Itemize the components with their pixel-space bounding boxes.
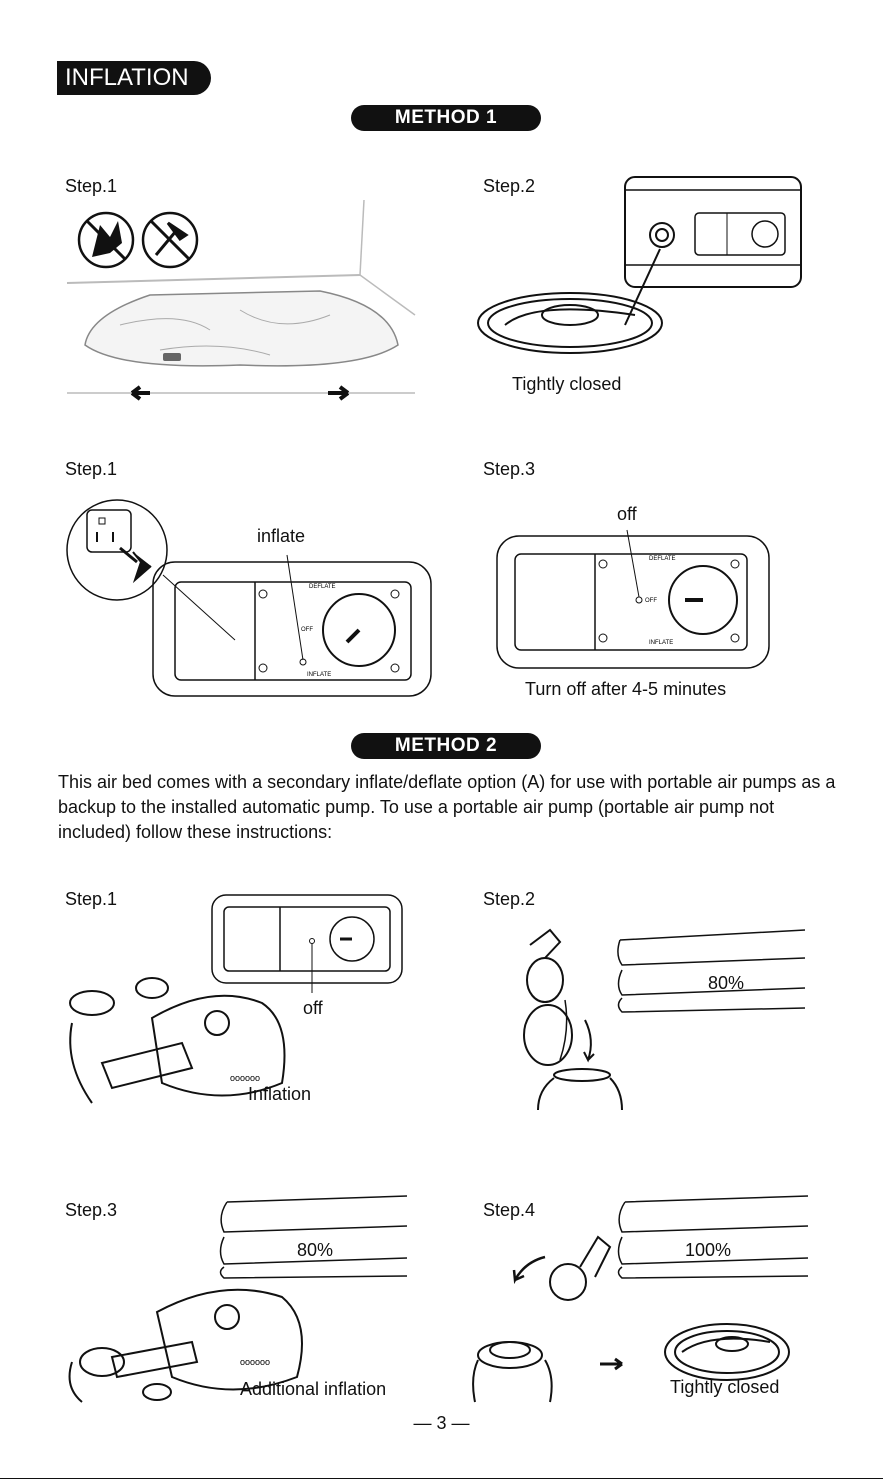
caption-tightly-closed: Tightly closed: [670, 1377, 779, 1398]
step-label: Step.1: [65, 176, 117, 197]
arrow-left-icon: [132, 387, 150, 399]
instructions-paragraph: This air bed comes with a secondary infl…: [58, 770, 838, 845]
percent-label: 80%: [297, 1240, 333, 1261]
percent-label: 100%: [685, 1240, 731, 1261]
page-border: [0, 1478, 883, 1479]
step-label: Step.2: [483, 889, 535, 910]
additional-inflation-illustration: oooooo: [62, 1192, 412, 1407]
caption-tightly-closed: Tightly closed: [512, 374, 621, 395]
deflate-label: DEFLATE: [649, 556, 676, 562]
method-1-label: METHOD 1: [351, 105, 541, 131]
control-panel-inflate-illustration: DEFLATE OFF INFLATE: [65, 490, 435, 700]
curved-arrow-icon: [584, 1020, 594, 1060]
portable-pump-inflation-illustration: oooooo: [62, 893, 407, 1108]
inflate-label: INFLATE: [307, 672, 331, 678]
arrow-right-icon: [328, 387, 348, 399]
label-off: off: [303, 998, 323, 1019]
step-label: Step.3: [483, 459, 535, 480]
svg-text:oooooo: oooooo: [230, 1073, 260, 1083]
label-off: off: [617, 504, 637, 525]
close-valve-cap-illustration: [470, 1192, 810, 1402]
curved-arrow-icon: [514, 1257, 545, 1280]
step-label: Step.1: [65, 459, 117, 480]
percent-label: 80%: [708, 973, 744, 994]
no-sharp-objects-icon: [79, 213, 133, 267]
valve-panel-illustration: [475, 175, 805, 375]
deflated-airbed-illustration: [60, 195, 420, 405]
dash-right: —: [452, 1413, 470, 1433]
caption-turn-off: Turn off after 4-5 minutes: [525, 679, 726, 700]
open-valve-cap-illustration: [500, 920, 810, 1110]
control-panel-off-illustration: DEFLATE OFF INFLATE: [495, 530, 775, 670]
page-number-value: 3: [436, 1413, 446, 1433]
section-title: INFLATION: [57, 61, 211, 95]
off-label: OFF: [301, 627, 313, 633]
label-additional-inflation: Additional inflation: [240, 1379, 386, 1400]
inflate-label: INFLATE: [649, 640, 673, 646]
label-inflation: Inflation: [248, 1084, 311, 1105]
deflate-label: DEFLATE: [309, 584, 336, 590]
off-label: OFF: [645, 598, 657, 604]
svg-text:oooooo: oooooo: [240, 1357, 270, 1367]
dash-left: —: [413, 1413, 431, 1433]
no-tools-icon: [143, 213, 197, 267]
page-number: — 3 —: [0, 1413, 883, 1434]
method-2-label: METHOD 2: [351, 733, 541, 759]
arrow-right-icon: [600, 1359, 622, 1369]
